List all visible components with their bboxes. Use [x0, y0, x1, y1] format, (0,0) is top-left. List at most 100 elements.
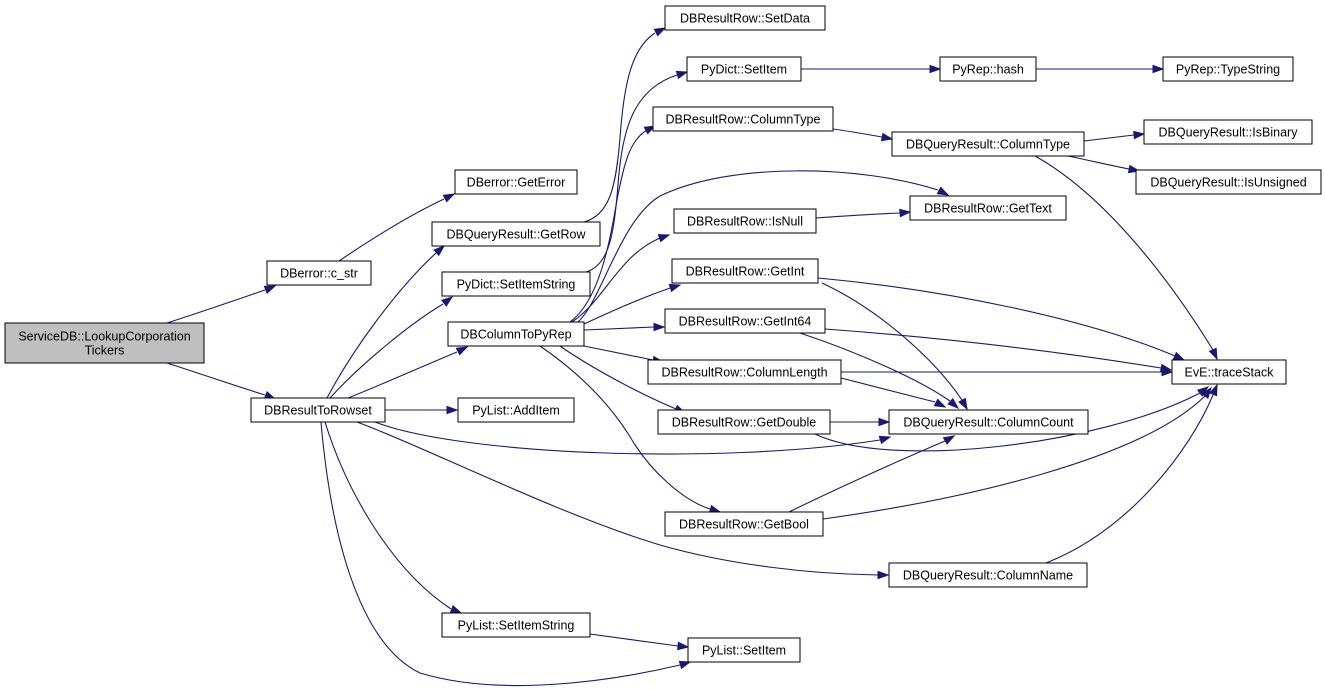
node-dictsetitemstring[interactable]: PyDict::SetItemString — [441, 271, 591, 297]
edge-line — [166, 289, 266, 324]
edge-collength-to-tracestack — [841, 367, 1174, 377]
edge-line — [788, 440, 946, 513]
edge-getint-to-tracestack — [817, 277, 1186, 361]
node-setdata[interactable]: DBResultRow::SetData — [664, 5, 826, 31]
node-label: PyList::SetItemString — [458, 619, 575, 633]
edge-line — [1083, 134, 1135, 142]
node-typestring[interactable]: PyRep::TypeString — [1162, 56, 1294, 82]
node-listsetitem[interactable]: PyList::SetItem — [687, 637, 801, 663]
edge-colname-to-tracestack — [1045, 383, 1218, 564]
node-listsetitemstring[interactable]: PyList::SetItemString — [441, 612, 591, 638]
arrowhead — [442, 193, 456, 203]
arrowhead — [880, 132, 894, 142]
node-label: PyDict::SetItemString — [457, 278, 576, 292]
edge-line — [326, 252, 437, 399]
edge-collength-to-colcount — [840, 377, 947, 408]
node-label: DBResultRow::IsNull — [687, 215, 803, 229]
node-qcoltype[interactable]: DBQueryResult::ColumnType — [891, 131, 1085, 157]
node-colcount[interactable]: DBQueryResult::ColumnCount — [888, 409, 1089, 435]
edge-line — [832, 128, 883, 138]
edge-colpyrep-to-isnull — [571, 234, 671, 323]
edge-line — [1045, 394, 1214, 564]
node-getrow[interactable]: DBQueryResult::GetRow — [431, 221, 601, 247]
edge-colpyrep-to-gettext — [577, 170, 950, 323]
edge-line — [347, 351, 458, 399]
node-dictsetitem[interactable]: PyDict::SetItem — [686, 56, 802, 82]
node-isbinary[interactable]: DBQueryResult::IsBinary — [1143, 119, 1313, 145]
edge-qcoltype-to-isunsigned — [1067, 155, 1141, 174]
arrowhead — [657, 234, 671, 243]
node-getdouble[interactable]: DBResultRow::GetDouble — [657, 409, 831, 435]
edge-rowset-to-colcount — [374, 421, 892, 455]
node-getbool[interactable]: DBResultRow::GetBool — [664, 511, 824, 537]
edge-getint64-to-colcount — [799, 332, 960, 409]
node-tracestack[interactable]: EvE::traceStack — [1171, 359, 1287, 385]
node-label: DBResultToRowset — [264, 404, 372, 418]
node-isunsigned[interactable]: DBQueryResult::IsUnsigned — [1135, 169, 1322, 195]
arrowhead — [947, 397, 960, 409]
edge-line — [589, 633, 679, 647]
arrowhead — [1133, 130, 1146, 140]
arrowhead — [643, 125, 657, 135]
edge-line — [320, 421, 681, 687]
node-label: DBQueryResult::ColumnName — [903, 569, 1073, 583]
node-label: DBQueryResult::IsUnsigned — [1150, 176, 1306, 190]
node-box — [454, 169, 578, 195]
node-cstr[interactable]: DBerror::c_str — [266, 260, 372, 286]
edge-getbool-to-colcount — [788, 435, 956, 513]
node-box — [891, 131, 1085, 157]
node-box — [1143, 119, 1313, 145]
edge-rowset-to-listsetitemstring — [324, 421, 463, 614]
node-colname[interactable]: DBQueryResult::ColumnName — [888, 562, 1088, 588]
node-box — [431, 221, 601, 247]
edge-getbool-to-tracestack — [822, 386, 1212, 520]
node-label: DBColumnToPyRep — [460, 328, 571, 342]
node-getint[interactable]: DBResultRow::GetInt — [671, 258, 819, 284]
node-box — [664, 308, 826, 334]
node-box — [447, 321, 585, 347]
node-additem[interactable]: PyList::AddItem — [457, 397, 575, 423]
arrowhead — [263, 285, 277, 294]
node-box — [1171, 359, 1287, 385]
edge-line — [324, 421, 452, 610]
node-hash[interactable]: PyRep::hash — [939, 56, 1037, 82]
edge-line — [569, 129, 648, 323]
node-box — [686, 56, 802, 82]
arrowhead — [455, 346, 469, 356]
arrowhead — [878, 417, 891, 427]
edges — [166, 27, 1218, 687]
edge-line — [824, 328, 1162, 369]
edge-line — [821, 282, 963, 401]
node-box — [1162, 56, 1294, 82]
node-rowset[interactable]: DBResultToRowset — [250, 397, 386, 423]
edge-getint-to-colcount — [821, 282, 968, 411]
node-label: PyList::SetItem — [702, 644, 786, 658]
node-colpyrep[interactable]: DBColumnToPyRep — [447, 321, 585, 347]
edge-colpyrep-to-getint64 — [583, 322, 666, 332]
edge-getrow-to-setdata — [583, 27, 667, 223]
node-getint64[interactable]: DBResultRow::GetInt64 — [664, 308, 826, 334]
node-collength[interactable]: DBResultRow::ColumnLength — [647, 359, 842, 385]
arrowhead — [1161, 367, 1174, 377]
node-rowcoltype[interactable]: DBResultRow::ColumnType — [652, 106, 834, 132]
arrowhead — [668, 283, 682, 293]
edge-line — [338, 198, 445, 262]
edge-line — [583, 345, 654, 361]
edge-rowset-to-dictsetitemstring — [329, 296, 454, 399]
node-isnull[interactable]: DBResultRow::IsNull — [673, 208, 817, 234]
arrowhead — [653, 27, 667, 37]
node-box — [664, 5, 826, 31]
edge-rowset-to-listsetitem — [320, 421, 692, 687]
node-geterror[interactable]: DBerror::GetError — [454, 169, 578, 195]
node-gettext[interactable]: DBResultRow::GetText — [909, 195, 1067, 221]
node-label: DBResultRow::GetInt64 — [679, 315, 812, 329]
arrowhead — [958, 397, 968, 411]
node-label: DBQueryResult::IsBinary — [1159, 126, 1299, 140]
node-box — [652, 106, 834, 132]
edge-line — [822, 395, 1206, 520]
node-box — [4, 322, 205, 364]
arrowhead — [1209, 383, 1218, 397]
node-box — [888, 562, 1088, 588]
